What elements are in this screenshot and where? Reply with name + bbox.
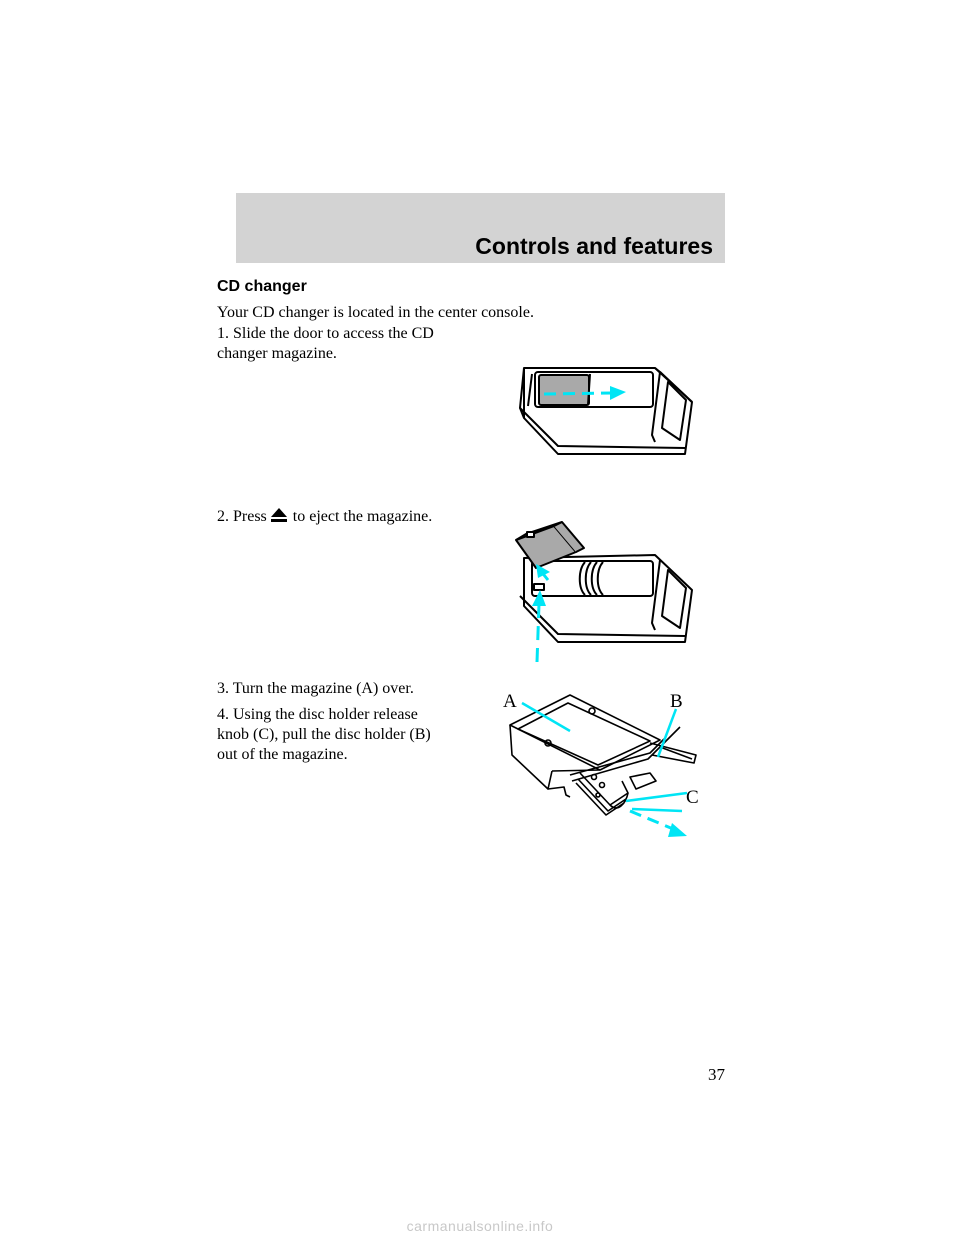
step-2-after: to eject the magazine. (292, 508, 433, 525)
page-number: 37 (708, 1065, 725, 1084)
step-4-line-2: knob (C), pull the disc holder (B) (217, 726, 431, 743)
step-4-line-3: out of the magazine. (217, 746, 348, 763)
step-3-text: 3. Turn the magazine (A) over. (217, 680, 414, 697)
figure-slide-door (510, 360, 700, 460)
eject-icon (270, 508, 287, 522)
intro-text: Your CD changer is located in the center… (217, 304, 534, 321)
figure-eject-magazine (510, 518, 700, 668)
step-4-line-1: 4. Using the disc holder release (217, 706, 418, 723)
header-band: Controls and features (236, 193, 725, 263)
figure-disc-holder: A B C (500, 685, 700, 845)
step-2-text: 2. Press to eject the magazine. (217, 507, 432, 527)
section-title: Controls and features (475, 233, 713, 259)
step-1-line-1: 1. Slide the door to access the CD (217, 325, 434, 342)
step-2-before: 2. Press (217, 508, 267, 525)
section-heading: CD changer (217, 278, 307, 295)
watermark: carmanualsonline.info (406, 1218, 554, 1234)
step-1-line-2: changer magazine. (217, 345, 337, 362)
label-a: A (503, 691, 517, 712)
label-c: C (686, 787, 699, 808)
label-b: B (670, 691, 683, 712)
